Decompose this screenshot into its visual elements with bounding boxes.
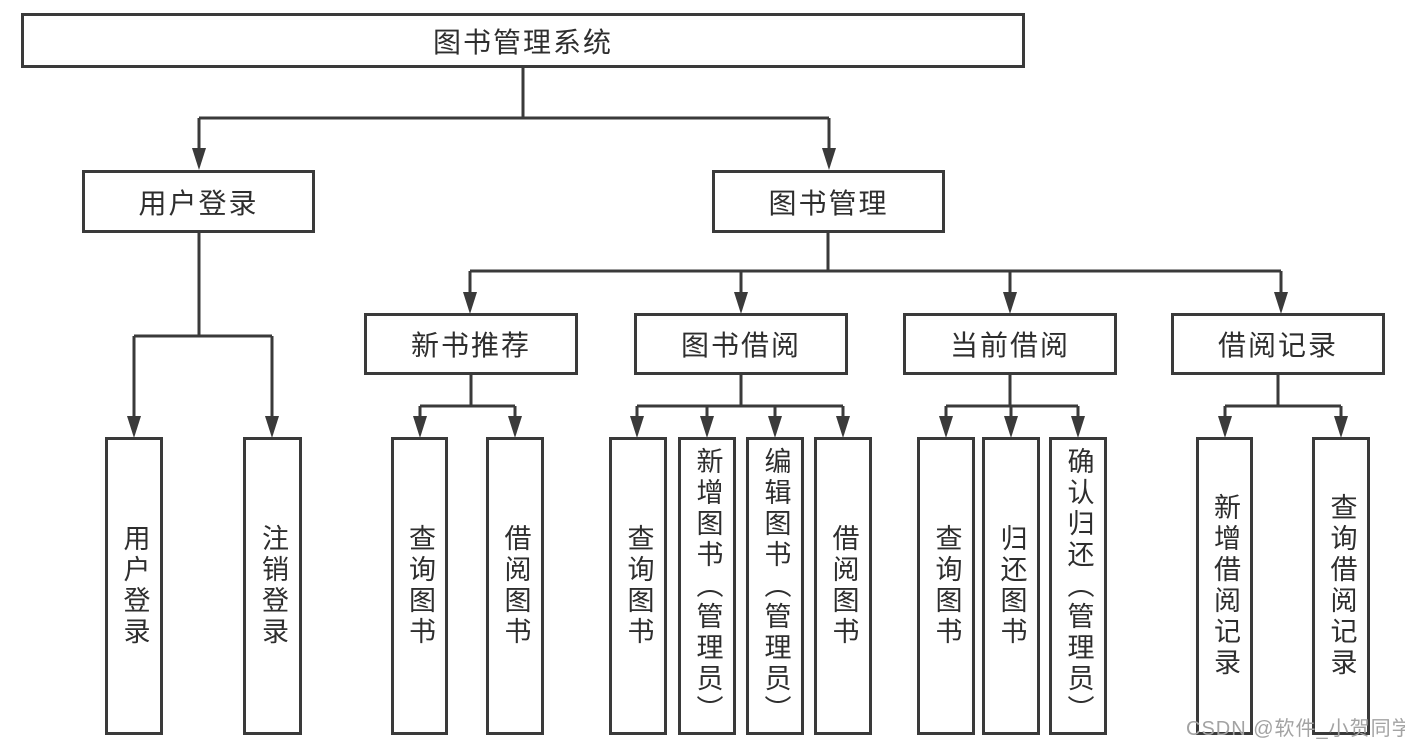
leaf-add-borrow-record: 新增借阅记录 [1196,437,1253,735]
leaf-query-books-recommend: 查询图书 [391,437,448,735]
leaf-borrow-books-recommend: 借阅图书 [486,437,544,735]
leaf-query-books-recommend-label: 查询图书 [405,524,435,648]
leaf-add-books-admin-label: 新增图书（管理员） [692,446,723,726]
leaf-query-borrow-record-label: 查询借阅记录 [1326,493,1357,679]
leaf-query-books-borrowing: 查询图书 [609,437,667,735]
node-borrowing-records-label: 借阅记录 [1217,330,1338,361]
leaf-user-login-label: 用户登录 [119,524,150,648]
connector-new-book-recommend [418,375,517,418]
leaf-query-borrow-record: 查询借阅记录 [1312,437,1370,735]
node-new-book-recommend: 新书推荐 [364,313,578,375]
leaf-borrow-books-recommend-label: 借阅图书 [500,524,531,648]
connector-book-borrowing [635,375,845,418]
arrowheads [127,148,1348,438]
node-library-system: 图书管理系统 [21,13,1025,68]
connector-current-borrowing [944,375,1080,418]
leaf-user-login: 用户登录 [105,437,163,735]
leaf-query-books-current-label: 查询图书 [931,524,962,648]
node-borrowing-records: 借阅记录 [1171,313,1385,375]
connector-book-management [468,233,1283,294]
connector-root [197,68,831,150]
node-user-login: 用户登录 [82,170,315,233]
leaf-edit-books-admin-label: 编辑图书（管理员） [760,446,791,726]
leaf-return-books: 归还图书 [982,437,1040,735]
leaf-return-books-label: 归还图书 [996,524,1027,648]
node-book-management: 图书管理 [712,170,945,233]
leaf-borrow-books-borrowing: 借阅图书 [814,437,872,735]
leaf-logout-login: 注销登录 [243,437,302,735]
node-library-system-label: 图书管理系统 [432,26,613,58]
node-user-login-label: 用户登录 [138,187,259,219]
leaf-query-books-borrowing-label: 查询图书 [623,524,654,648]
leaf-confirm-return-admin-label: 确认归还（管理员） [1063,446,1094,726]
leaf-query-books-current: 查询图书 [917,437,975,735]
leaf-logout-login-label: 注销登录 [258,524,288,648]
leaf-add-books-admin: 新增图书（管理员） [678,437,736,735]
node-new-book-recommend-label: 新书推荐 [410,330,531,361]
node-current-borrowing-label: 当前借阅 [949,330,1070,361]
node-book-management-label: 图书管理 [768,187,889,219]
node-book-borrowing: 图书借阅 [634,313,848,375]
connector-borrowing-records [1223,375,1343,418]
node-book-borrowing-label: 图书借阅 [680,330,801,361]
leaf-borrow-books-borrowing-label: 借阅图书 [828,524,859,648]
connector-user-login [132,233,274,418]
leaf-edit-books-admin: 编辑图书（管理员） [746,437,804,735]
leaf-add-borrow-record-label: 新增借阅记录 [1210,493,1240,679]
leaf-confirm-return-admin: 确认归还（管理员） [1049,437,1107,735]
watermark-text: CSDN @软件_小贺同学 [1186,718,1405,740]
node-current-borrowing: 当前借阅 [903,313,1117,375]
